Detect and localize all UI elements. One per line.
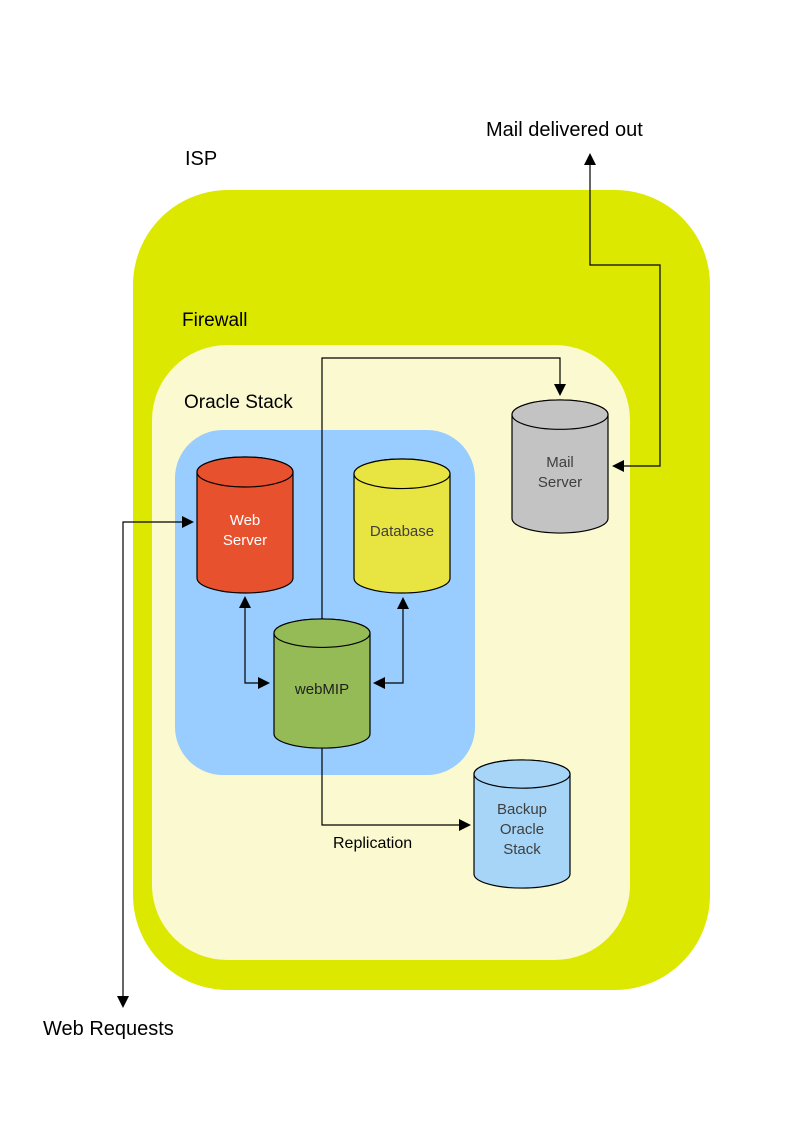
cylinder-shape (196, 456, 294, 594)
oracle-stack-label: Oracle Stack (184, 392, 293, 413)
node-web-server: Web Server (195, 455, 295, 595)
replication-label: Replication (333, 835, 413, 852)
node-database: Database (352, 457, 452, 595)
cylinder-shape (353, 458, 451, 594)
mail-delivered-out-label: Mail delivered out (486, 119, 643, 141)
cylinder-shape (511, 399, 609, 534)
node-mail-server: Mail Server (510, 398, 610, 535)
node-backup-oracle-stack: Backup Oracle Stack (472, 758, 572, 890)
firewall-label: Firewall (182, 310, 248, 331)
web-requests-label: Web Requests (43, 1018, 174, 1040)
node-webmip: webMIP (272, 617, 372, 750)
cylinder-shape (473, 759, 571, 889)
isp-label: ISP (185, 148, 218, 170)
cylinder-shape (273, 618, 371, 749)
